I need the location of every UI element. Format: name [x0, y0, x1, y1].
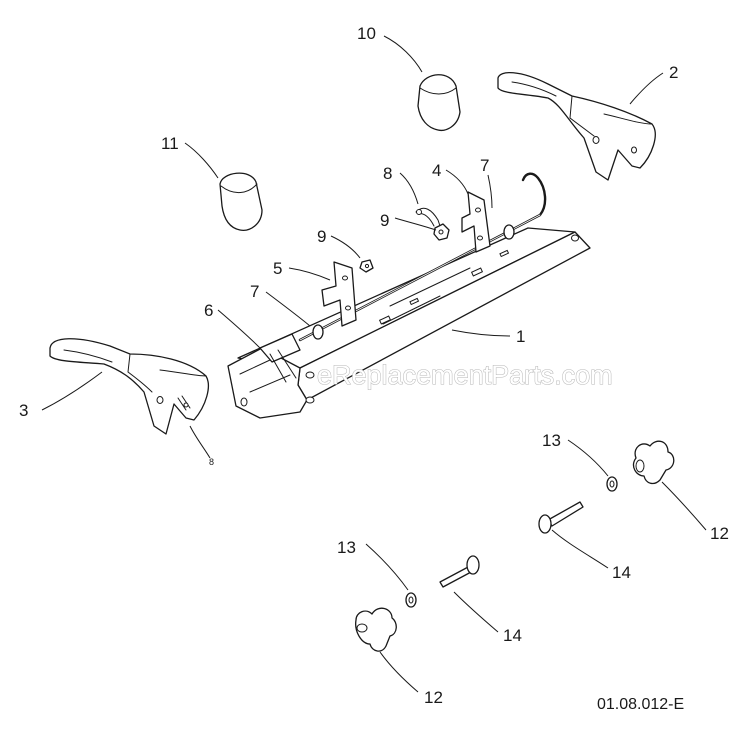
callout-12-right: 12 [710, 524, 729, 543]
hairpin-clip-part-8 [415, 207, 441, 227]
callout-4: 4 [432, 161, 441, 180]
callout-6: 6 [204, 301, 213, 320]
shift-knob-part-10 [417, 74, 461, 132]
callout-14-right: 14 [612, 563, 631, 582]
leader-lines [41, 35, 707, 693]
drawing-id: 01.08.012-E [597, 696, 684, 713]
shift-knob-part-11 [219, 172, 263, 231]
shift-rod [298, 172, 547, 342]
star-knob-part-12-right [632, 440, 675, 485]
nut-part-9-lower [359, 259, 374, 273]
bracket-part-5 [321, 261, 357, 327]
callout-11: 11 [161, 134, 179, 153]
carriage-bolt-part-14-right [538, 501, 584, 534]
bracket-part-4 [461, 191, 491, 253]
callout-8: 8 [383, 164, 392, 183]
callout-14-left: 14 [503, 626, 522, 645]
callout-2: 2 [669, 63, 678, 82]
watermark: eReplacementParts.com [317, 360, 613, 390]
callout-9-lower: 9 [317, 227, 326, 246]
washer-part-13-right [606, 476, 618, 492]
lever-handle-part-3 [49, 338, 209, 435]
callout-13-right: 13 [542, 431, 561, 450]
callout-10: 10 [357, 24, 376, 43]
callout-7-lower: 7 [250, 282, 259, 301]
callout-7-upper: 7 [480, 156, 489, 175]
callout-8-small: 8 [209, 457, 214, 467]
callout-13-left: 13 [337, 538, 356, 557]
lever-handle-part-2 [497, 72, 656, 181]
callout-12-left: 12 [424, 688, 443, 707]
callout-9-upper: 9 [380, 211, 389, 230]
washer-part-13-left [405, 592, 417, 608]
callout-3: 3 [19, 401, 28, 420]
carriage-bolt-part-14-left [439, 555, 480, 588]
star-knob-part-12-left [355, 607, 397, 652]
callout-1: 1 [516, 327, 525, 346]
nut-part-9-upper [433, 223, 450, 241]
callout-5: 5 [273, 259, 282, 278]
